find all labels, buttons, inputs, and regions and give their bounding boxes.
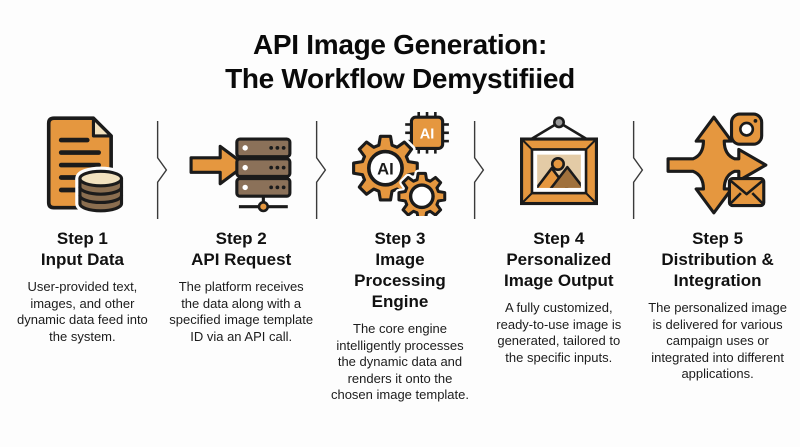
branching-arrows-social-icon <box>666 112 770 216</box>
step-3-description: The core engine intelligently processes … <box>330 321 469 402</box>
step-2-description: The platform receives the data along wit… <box>169 279 314 344</box>
step-5-description: The personalized image is delivered for … <box>648 300 787 381</box>
document-database-icon <box>30 112 134 216</box>
step-separator-chevron <box>314 112 328 226</box>
step-5-title: Distribution & Integration <box>661 250 774 290</box>
step-5-label: Step 5 <box>692 229 744 248</box>
page-title-line-1: API Image Generation: <box>253 29 547 60</box>
step-separator-chevron <box>631 112 645 226</box>
svg-text:AI: AI <box>377 159 394 178</box>
step-2-column: Step 2 API Request The platform receives… <box>169 112 314 345</box>
step-4-title: Personalized Image Output <box>504 250 614 290</box>
step-3-title: Image Processing Engine <box>354 250 446 311</box>
ai-gears-chip-icon: AI AI <box>348 112 452 216</box>
step-4-label: Step 4 <box>533 229 585 248</box>
step-3-column: AI AI Step 3 Ima <box>328 112 473 404</box>
workflow-steps-row: Step 1 Input Data User-provided text, im… <box>0 112 800 404</box>
step-4-column: Step 4 Personalized Image Output A fully… <box>486 112 631 366</box>
step-4-description: A fully customized, ready-to-use image i… <box>496 300 622 365</box>
step-1-title: Input Data <box>40 250 124 269</box>
step-1-column: Step 1 Input Data User-provided text, im… <box>10 112 155 345</box>
step-3-label: Step 3 <box>374 229 426 248</box>
step-2-label: Step 2 <box>215 229 267 248</box>
step-2-title: API Request <box>191 250 292 269</box>
step-separator-chevron <box>155 112 169 226</box>
step-5-column: Step 5 Distribution & Integration The pe… <box>645 112 790 383</box>
step-1-label: Step 1 <box>56 229 108 248</box>
svg-text:AI: AI <box>420 127 435 143</box>
arrow-into-servers-icon <box>189 112 293 216</box>
step-separator-chevron <box>472 112 486 226</box>
page-title: API Image Generation: The Workflow Demys… <box>0 0 800 96</box>
step-1-description: User-provided text, images, and other dy… <box>16 279 148 344</box>
page-title-line-2: The Workflow Demystifiied <box>225 63 575 94</box>
framed-picture-icon <box>507 112 611 216</box>
